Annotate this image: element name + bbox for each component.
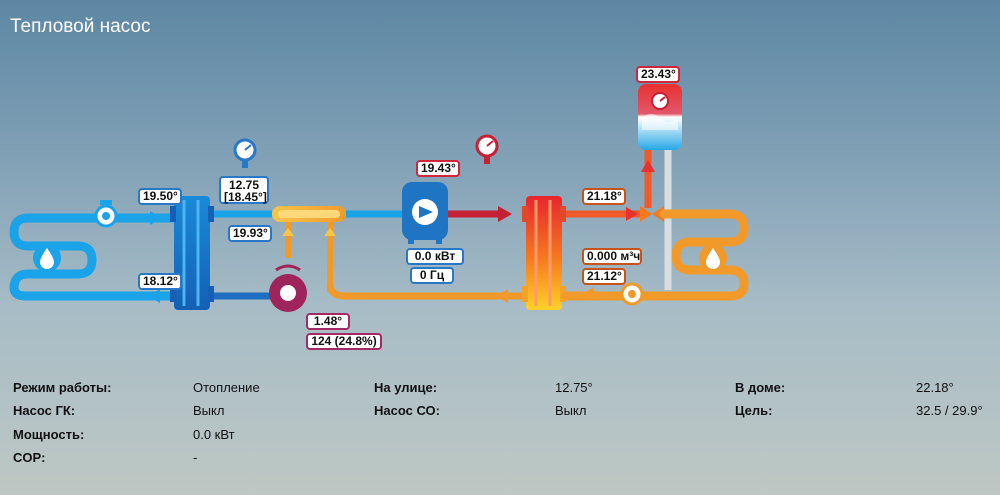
- pressure-gauge-icon: [475, 134, 499, 164]
- heating-loop: [561, 209, 749, 301]
- pump-icon: [620, 282, 644, 306]
- pump-icon: [94, 200, 118, 228]
- compressor-frequency: 0 Гц: [410, 267, 454, 284]
- boiler-tank-icon: [638, 84, 682, 150]
- evaporator-temperature: 19.93°: [228, 225, 272, 242]
- pressure-readout: 12.75 [18.45°]: [219, 176, 269, 204]
- pressure-gauge-icon: [233, 138, 257, 168]
- power-label: Мощность:: [13, 427, 85, 442]
- valve-steps: 124 (24.8%): [306, 333, 382, 350]
- water-drop-icon: [699, 244, 727, 272]
- water-drop-icon: [33, 244, 61, 272]
- flow-arrow: [626, 207, 638, 221]
- heat-pump-scheme: [9, 84, 749, 312]
- ground-inlet-temperature: 19.50°: [138, 188, 182, 205]
- target-label: Цель:: [735, 403, 773, 418]
- three-way-valve-icon: [640, 206, 664, 222]
- power-value: 0.0 кВт: [193, 427, 235, 442]
- outside-value: 12.75°: [555, 380, 593, 395]
- supply-temperature: 21.18°: [582, 188, 626, 205]
- pump-co-label: Насос СО:: [374, 403, 440, 418]
- outside-label: На улице:: [374, 380, 438, 395]
- mode-value: Отопление: [193, 380, 260, 395]
- ground-loop: [9, 213, 177, 301]
- compressor-icon: [402, 182, 448, 244]
- pump-gk-label: Насос ГК:: [13, 403, 76, 418]
- ground-heat-exchanger: [174, 196, 210, 310]
- tank-temperature: 23.43°: [636, 66, 680, 83]
- pressure-saturation-temperature: [18.45°]: [224, 190, 267, 204]
- flow-arrow: [148, 289, 160, 303]
- flow-arrow: [150, 211, 162, 225]
- target-value: 32.5 / 29.9°: [916, 403, 983, 418]
- pump-gk-value: Выкл: [193, 403, 225, 418]
- flow-arrow: [496, 289, 508, 303]
- flow-arrow: [641, 160, 655, 172]
- ground-outlet-temperature: 18.12°: [138, 273, 182, 290]
- expansion-valve-icon: [269, 264, 307, 312]
- pump-co-value: Выкл: [555, 403, 587, 418]
- cop-label: COP:: [13, 450, 46, 465]
- compressor-temperature: 19.43°: [416, 160, 460, 177]
- compressor-power: 0.0 кВт: [406, 248, 464, 265]
- cop-value: -: [193, 450, 198, 465]
- flow-arrow: [582, 287, 594, 301]
- flow-rate: 0.000 м³ч: [582, 248, 642, 265]
- mode-label: Режим работы:: [13, 380, 112, 395]
- page-title: Тепловой насос: [10, 16, 151, 37]
- valve-temperature: 1.48°: [306, 313, 350, 330]
- house-value: 22.18°: [916, 380, 954, 395]
- house-label: В доме:: [735, 380, 786, 395]
- return-temperature: 21.12°: [582, 268, 626, 285]
- condenser-heat-exchanger: [526, 196, 562, 310]
- flow-arrow: [498, 206, 512, 222]
- pressure-value: 12.75: [228, 178, 260, 192]
